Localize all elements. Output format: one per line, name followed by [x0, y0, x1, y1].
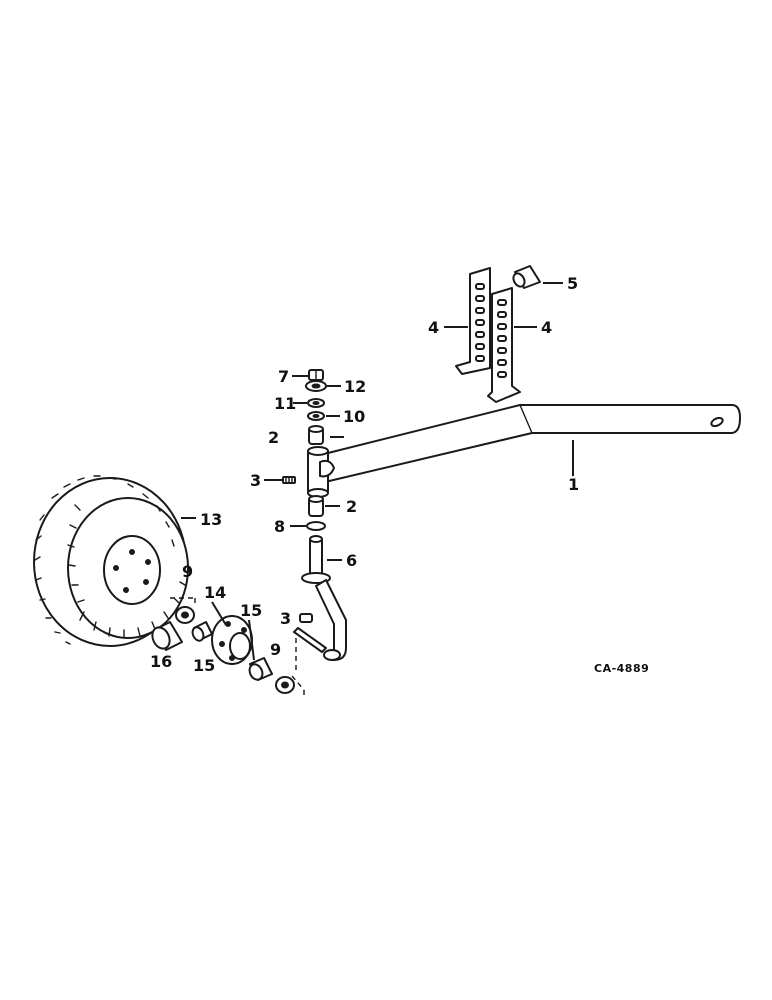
leader-14	[211, 601, 227, 626]
leader-15-right	[248, 619, 255, 661]
callout-7: 7	[278, 367, 289, 386]
callout-8: 8	[274, 517, 285, 536]
callout-4-left: 4	[428, 318, 439, 337]
pivot-tube	[307, 446, 335, 498]
seal-part-9-left	[170, 597, 196, 624]
bushing-part-2-lower	[308, 495, 324, 517]
ring-part-8	[306, 521, 326, 531]
callout-5: 5	[567, 274, 578, 293]
bushing-part-2-upper	[308, 425, 324, 445]
callout-15-right: 15	[240, 601, 262, 620]
setscrew-part-3-upper	[282, 476, 296, 484]
callout-15-left: 15	[193, 656, 215, 675]
callout-2-upper: 2	[268, 428, 279, 447]
washer-part-11	[307, 398, 325, 408]
cup-part-15-left	[191, 621, 213, 642]
hub-part-14	[211, 615, 253, 665]
bracket-part-rear	[455, 267, 491, 375]
seal-part-9-right	[275, 675, 305, 698]
callout-3-lower: 3	[280, 609, 291, 628]
bearing-part-16	[151, 621, 183, 651]
callout-10: 10	[343, 407, 365, 426]
cup-part-15-right	[248, 657, 273, 681]
callout-2-lower: 2	[346, 497, 357, 516]
bracket-slots-front	[497, 299, 507, 378]
callout-11: 11	[274, 394, 296, 413]
callouts: 1 2 2 3 3 4 4 5 6 7 8 9 9 10 11 12 13 14…	[150, 274, 579, 675]
callout-9-left: 9	[182, 562, 193, 581]
callout-14: 14	[204, 583, 226, 602]
tire-part-13	[33, 475, 189, 647]
washer-part-10	[307, 411, 325, 421]
washer-part-12	[305, 380, 327, 392]
callout-16: 16	[150, 652, 172, 671]
callout-13: 13	[200, 510, 222, 529]
callout-6: 6	[346, 551, 357, 570]
pin-part-3-lower	[293, 613, 327, 670]
nut-part-7	[308, 369, 324, 381]
callout-9-right: 9	[270, 640, 281, 659]
beam-part	[319, 404, 741, 483]
callout-4-right: 4	[541, 318, 552, 337]
spindle-part-6	[301, 535, 347, 661]
callout-12: 12	[344, 377, 366, 396]
bracket-part-front	[487, 287, 521, 403]
drawing-reference-code: CA-4889	[594, 662, 649, 675]
callout-1: 1	[568, 475, 579, 494]
bushing-part-5	[512, 265, 541, 289]
bracket-slots-rear	[475, 283, 485, 362]
leader-lines	[181, 282, 574, 661]
callout-3-upper: 3	[250, 471, 261, 490]
